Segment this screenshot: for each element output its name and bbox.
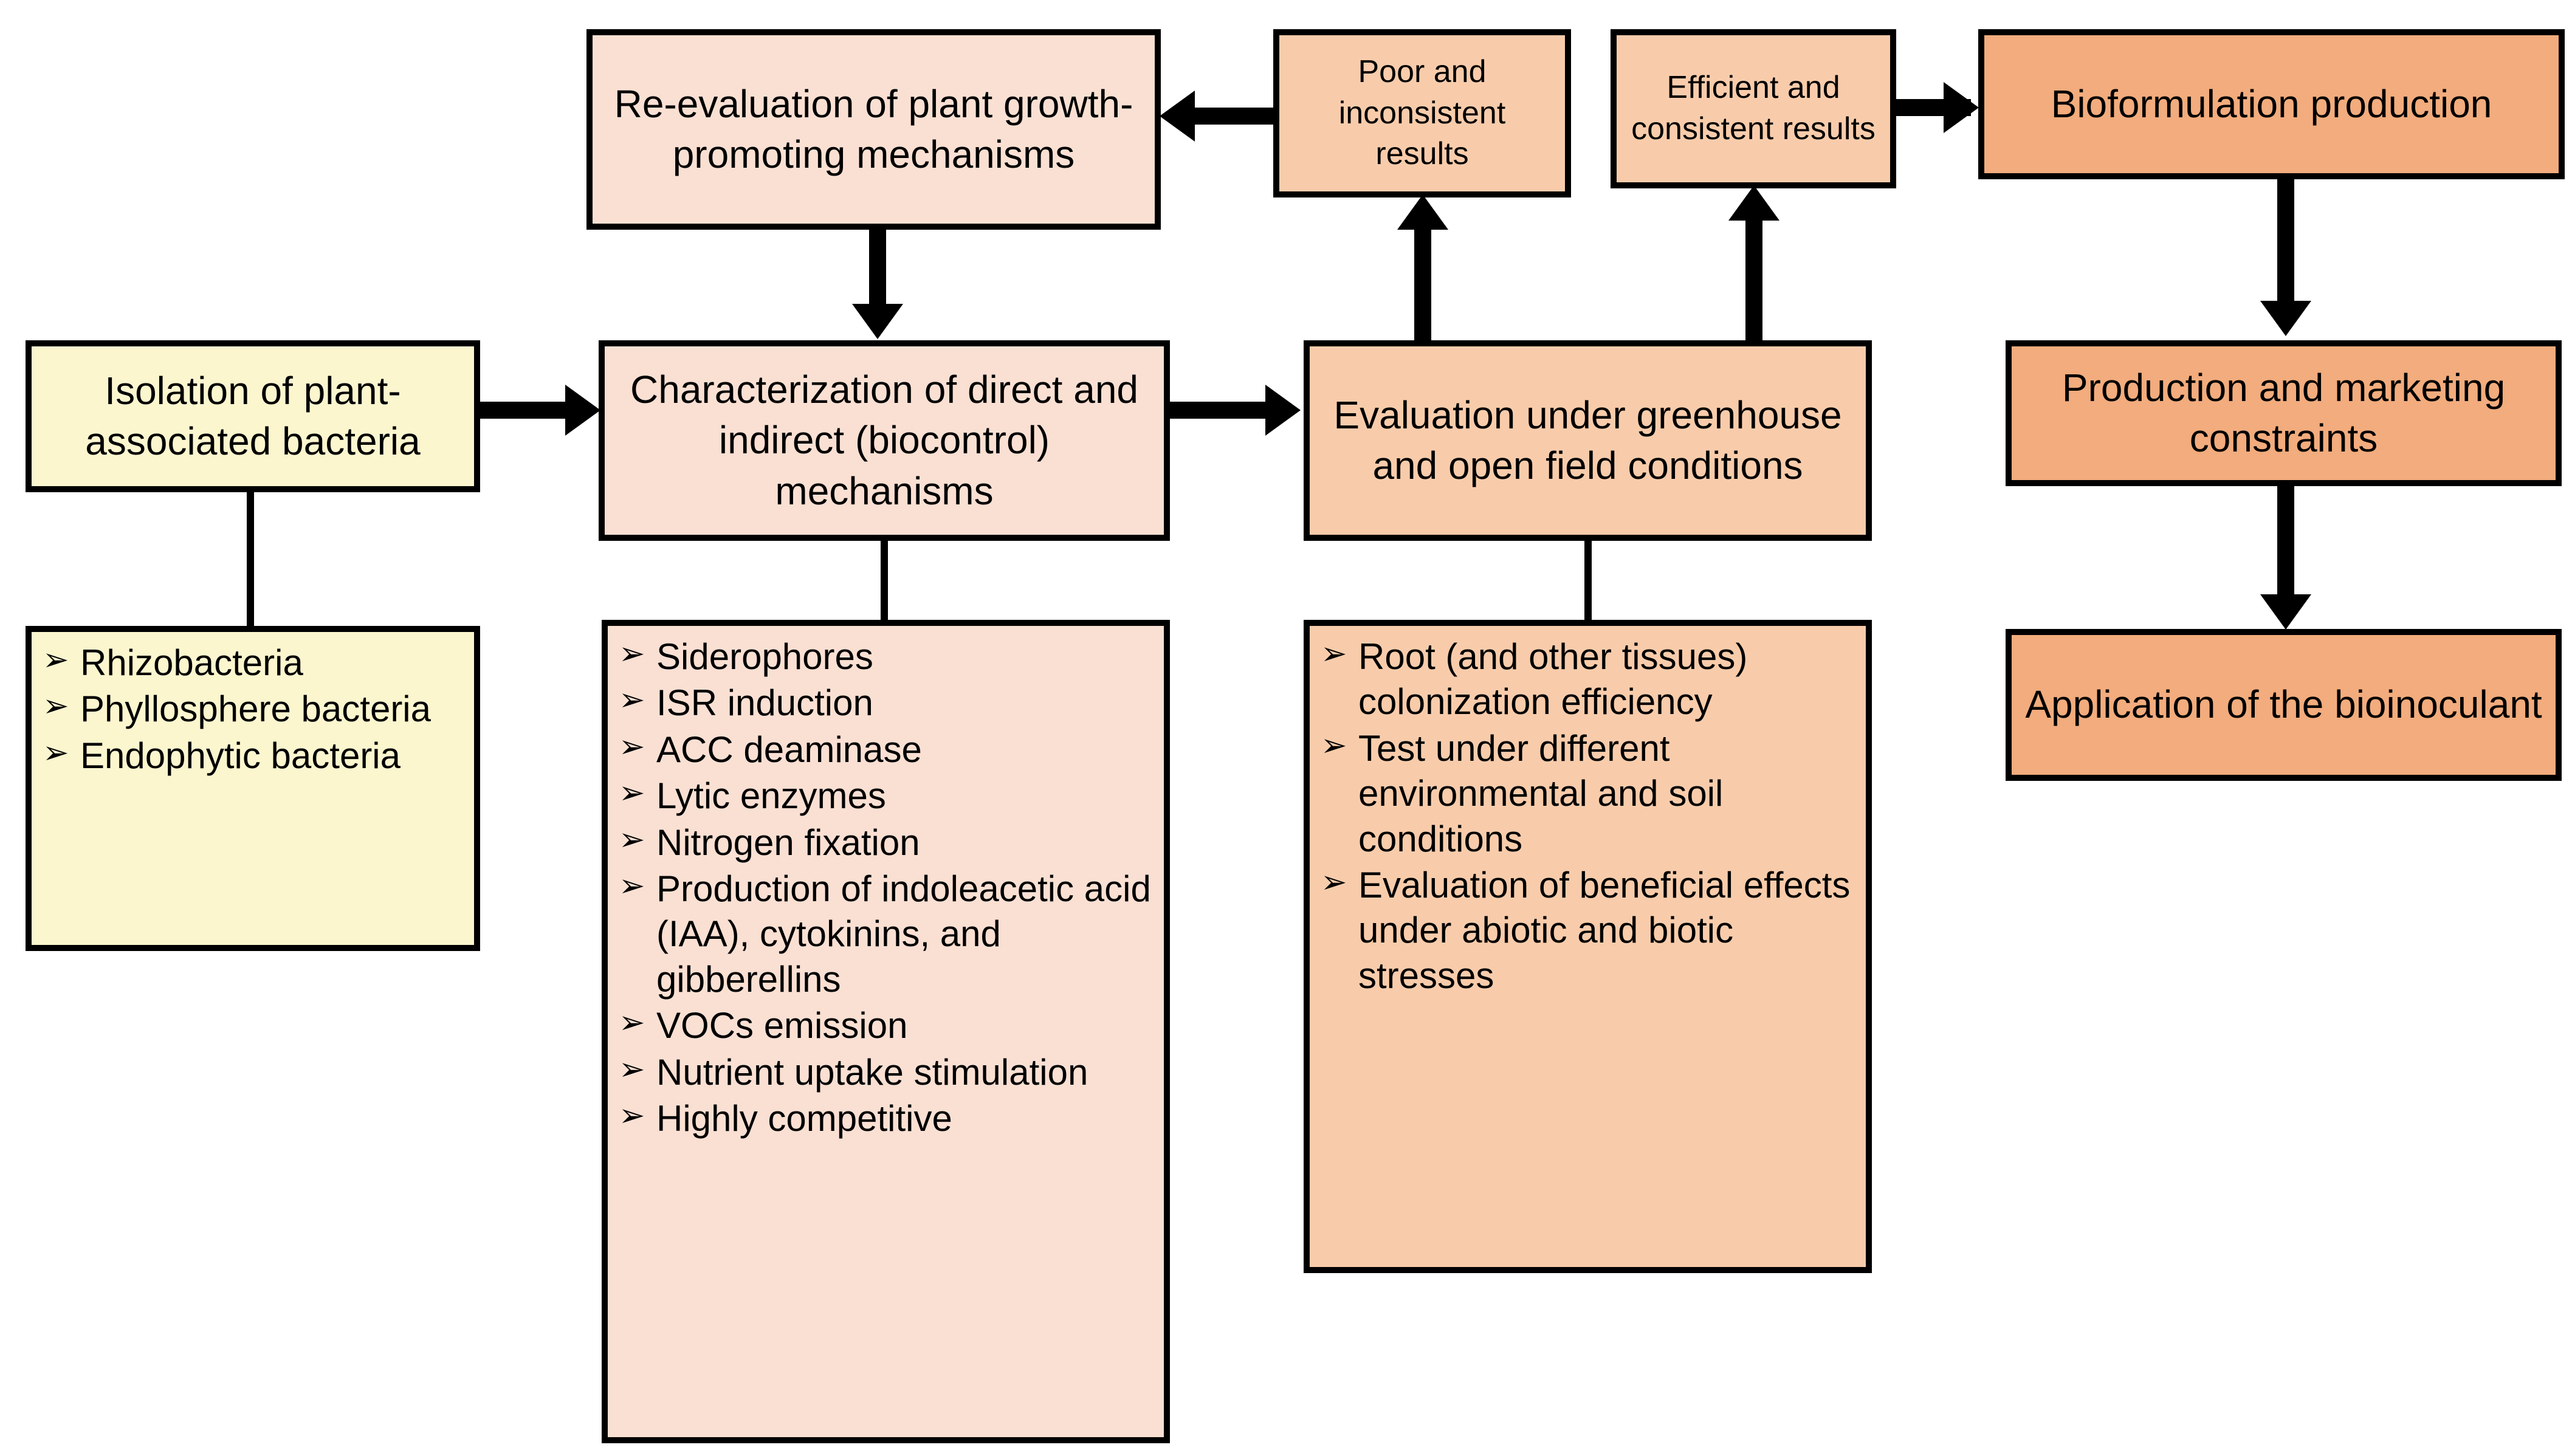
list-item[interactable]: ➢ Production of indoleacetic acid (IAA),… (619, 867, 1153, 1002)
list-item-label: Lytic enzymes (656, 775, 886, 817)
list-item[interactable]: ➢ Root (and other tissues) colonization … (1321, 634, 1855, 725)
connector-evaluation-to-efficient-results (1745, 216, 1762, 344)
list-item[interactable]: ➢ Highly competitive (619, 1096, 1153, 1141)
node-constraints-label: Production and marketing constraints (2061, 365, 2506, 460)
connector-constraints-to-application (2277, 486, 2294, 605)
list-item-label: Production of indoleacetic acid (IAA), c… (656, 868, 1151, 1000)
arrowhead-characterization-to-evaluation (1265, 385, 1301, 436)
field-evaluation-list: ➢ Root (and other tissues) colonization … (1321, 634, 1855, 998)
arrow-bullet-icon: ➢ (1321, 864, 1347, 900)
list-item-label: Endophytic bacteria (80, 735, 401, 776)
node-poor-results-label: Poor and inconsistent results (1338, 54, 1506, 172)
connector-characterization-to-mechanisms-list (881, 541, 888, 625)
arrowhead-evaluation-to-poor-results (1397, 194, 1448, 230)
arrowhead-evaluation-to-efficient-results (1728, 185, 1779, 221)
node-reevaluation[interactable]: Re-evaluation of plant growth-promoting … (586, 29, 1161, 230)
connector-reevaluation-to-characterization (869, 230, 886, 315)
list-item[interactable]: ➢ Siderophores (619, 634, 1153, 679)
arrowhead-isolation-to-characterization (565, 385, 600, 436)
arrow-bullet-icon: ➢ (619, 729, 645, 764)
arrowhead-poor-results-to-reevaluation (1160, 91, 1195, 142)
connector-evaluation-to-field-list (1584, 541, 1592, 625)
arrow-bullet-icon: ➢ (619, 775, 645, 811)
list-field-evaluation[interactable]: ➢ Root (and other tissues) colonization … (1304, 620, 1872, 1273)
arrow-bullet-icon: ➢ (1321, 636, 1347, 671)
list-item-label: ACC deaminase (656, 729, 922, 770)
node-bioformulation-label: Bioformulation production (2051, 81, 2492, 126)
node-efficient-results[interactable]: Efficient and consistent results (1611, 29, 1896, 188)
arrow-bullet-icon: ➢ (43, 735, 69, 771)
list-item-label: Highly competitive (656, 1097, 952, 1139)
node-application[interactable]: Application of the bioinoculant (2006, 629, 2562, 781)
node-characterization[interactable]: Characterization of direct and indirect … (599, 340, 1170, 541)
node-evaluation[interactable]: Evaluation under greenhouse and open fie… (1304, 340, 1872, 541)
connector-poor-results-to-reevaluation (1194, 108, 1276, 125)
node-poor-results[interactable]: Poor and inconsistent results (1273, 29, 1571, 197)
connector-evaluation-to-poor-results (1414, 225, 1431, 343)
connector-bioformulation-to-constraints (2277, 179, 2294, 313)
list-item[interactable]: ➢ Rhizobacteria (43, 640, 463, 685)
list-item[interactable]: ➢ ISR induction (619, 681, 1153, 726)
arrow-bullet-icon: ➢ (619, 1051, 645, 1087)
list-item-label: Root (and other tissues) colonization ef… (1358, 636, 1748, 723)
node-bioformulation[interactable]: Bioformulation production (1978, 29, 2565, 179)
arrowhead-bioformulation-to-constraints (2260, 301, 2311, 336)
list-item-label: Rhizobacteria (80, 642, 303, 683)
list-bacteria-types[interactable]: ➢ Rhizobacteria ➢ Phyllosphere bacteria … (26, 626, 480, 951)
list-item[interactable]: ➢ Test under different environmental and… (1321, 726, 1855, 862)
arrow-bullet-icon: ➢ (619, 1005, 645, 1041)
node-reevaluation-label: Re-evaluation of plant growth-promoting … (614, 81, 1133, 176)
list-item-label: Evaluation of beneficial effects under a… (1358, 864, 1851, 996)
node-characterization-label: Characterization of direct and indirect … (630, 368, 1138, 513)
arrow-bullet-icon: ➢ (43, 689, 69, 724)
arrow-bullet-icon: ➢ (619, 822, 645, 857)
node-evaluation-label: Evaluation under greenhouse and open fie… (1333, 393, 1842, 487)
list-item[interactable]: ➢ Lytic enzymes (619, 774, 1153, 819)
arrow-bullet-icon: ➢ (619, 1097, 645, 1133)
arrowhead-efficient-results-to-bioformulation (1944, 82, 1979, 133)
node-isolation[interactable]: Isolation of plant-associated bacteria (26, 340, 480, 492)
list-item-label: Nutrient uptake stimulation (656, 1051, 1088, 1093)
list-item-label: VOCs emission (656, 1005, 908, 1046)
connector-characterization-to-evaluation (1170, 402, 1267, 419)
list-item[interactable]: ➢ Evaluation of beneficial effects under… (1321, 863, 1855, 998)
arrowhead-constraints-to-application (2260, 594, 2311, 630)
arrow-bullet-icon: ➢ (619, 636, 645, 671)
list-item-label: Nitrogen fixation (656, 822, 920, 863)
connector-isolation-to-characterization (480, 402, 571, 419)
mechanisms-list: ➢ Siderophores ➢ ISR induction ➢ ACC dea… (619, 634, 1153, 1141)
list-item[interactable]: ➢ Endophytic bacteria (43, 733, 463, 778)
list-mechanisms[interactable]: ➢ Siderophores ➢ ISR induction ➢ ACC dea… (602, 620, 1170, 1443)
node-constraints[interactable]: Production and marketing constraints (2006, 340, 2562, 486)
list-item[interactable]: ➢ Phyllosphere bacteria (43, 687, 463, 732)
connector-isolation-to-bacteria-list (247, 492, 254, 631)
list-item[interactable]: ➢ Nutrient uptake stimulation (619, 1050, 1153, 1095)
arrow-bullet-icon: ➢ (619, 682, 645, 718)
node-application-label: Application of the bioinoculant (2025, 682, 2542, 727)
node-efficient-results-label: Efficient and consistent results (1631, 70, 1876, 146)
list-item-label: Phyllosphere bacteria (80, 689, 432, 730)
arrow-bullet-icon: ➢ (1321, 727, 1347, 763)
node-isolation-label: Isolation of plant-associated bacteria (85, 368, 421, 463)
list-item[interactable]: ➢ Nitrogen fixation (619, 820, 1153, 865)
arrow-bullet-icon: ➢ (619, 868, 645, 904)
list-item-label: Test under different environmental and s… (1358, 727, 1724, 859)
list-item-label: Siderophores (656, 636, 873, 677)
list-item[interactable]: ➢ ACC deaminase (619, 727, 1153, 772)
bacteria-types-list: ➢ Rhizobacteria ➢ Phyllosphere bacteria … (43, 640, 463, 778)
arrowhead-reevaluation-to-characterization (852, 304, 903, 339)
list-item[interactable]: ➢ VOCs emission (619, 1003, 1153, 1048)
arrow-bullet-icon: ➢ (43, 642, 69, 678)
list-item-label: ISR induction (656, 682, 873, 724)
